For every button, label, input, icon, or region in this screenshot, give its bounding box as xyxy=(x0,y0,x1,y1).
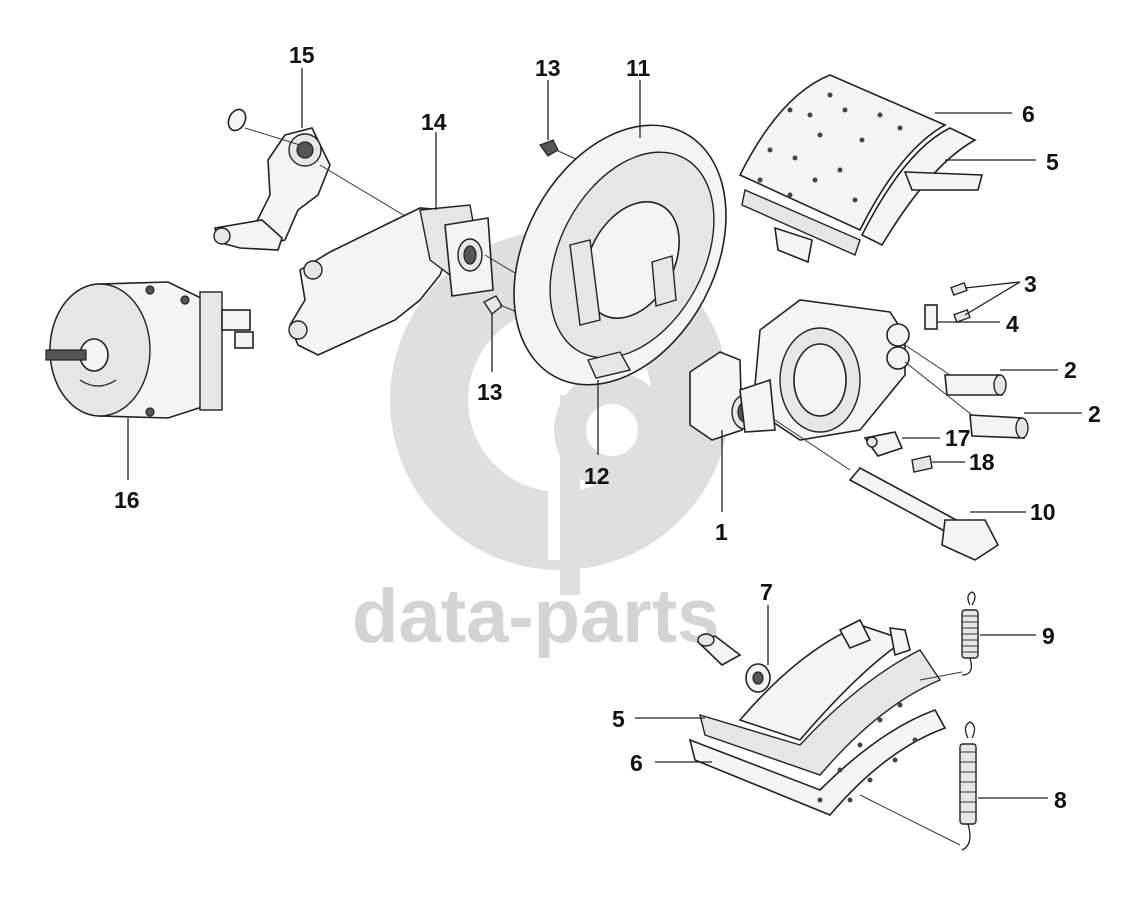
part-1-brake-spider xyxy=(689,299,910,512)
callout-14: 14 xyxy=(421,109,447,135)
part-16-brake-chamber xyxy=(45,281,254,480)
part-7-roller xyxy=(696,605,793,701)
callout-9: 9 xyxy=(1042,623,1055,649)
part-10-camshaft xyxy=(774,419,1026,561)
part-2-anchor-pins xyxy=(904,344,1082,439)
callout-5-lower: 5 xyxy=(612,706,625,732)
callout-12: 12 xyxy=(584,463,610,489)
part-3-4-bolts-plate xyxy=(924,281,1021,330)
callout-17: 17 xyxy=(945,425,971,451)
callout-7: 7 xyxy=(760,579,773,605)
callout-2-upper: 2 xyxy=(1064,357,1077,383)
callout-5-upper: 5 xyxy=(1046,149,1059,175)
callout-labels: 15 14 13 11 6 5 3 4 2 2 13 16 12 17 18 1… xyxy=(114,42,1101,813)
part-14-camshaft-bracket xyxy=(288,132,561,356)
callout-13-upper: 13 xyxy=(535,55,561,81)
callout-2-lower: 2 xyxy=(1088,401,1101,427)
callout-11: 11 xyxy=(626,55,651,81)
part-9-return-spring xyxy=(919,591,1036,681)
part-5-6-lower-shoe xyxy=(635,618,947,816)
part-11-12-dust-shield xyxy=(513,80,727,455)
part-5-6-upper-shoe xyxy=(738,74,1036,264)
callout-15: 15 xyxy=(289,42,315,68)
callout-6-lower: 6 xyxy=(630,750,643,776)
callout-4: 4 xyxy=(1006,311,1019,337)
callout-16: 16 xyxy=(114,487,140,513)
part-15-slack-adjuster xyxy=(213,68,421,251)
callout-6-upper: 6 xyxy=(1022,101,1035,127)
part-17-18-fittings xyxy=(863,431,965,473)
callout-3: 3 xyxy=(1024,271,1037,297)
callout-10: 10 xyxy=(1030,499,1056,525)
callout-1: 1 xyxy=(715,519,728,545)
callout-18: 18 xyxy=(969,449,995,475)
watermark-brand-text: data-parts xyxy=(352,574,719,659)
callout-8: 8 xyxy=(1054,787,1067,813)
callout-13-lower: 13 xyxy=(477,379,503,405)
part-8-return-spring xyxy=(859,721,1048,851)
